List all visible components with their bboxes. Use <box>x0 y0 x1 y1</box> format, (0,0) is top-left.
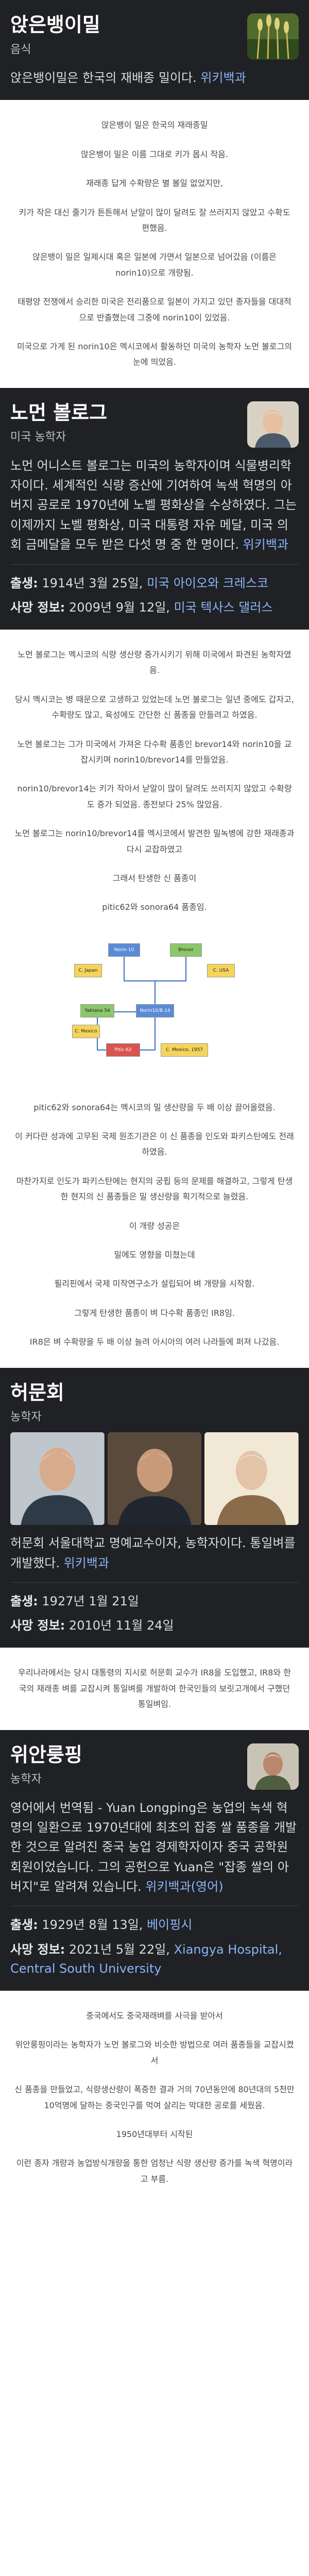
paragraph: 밀에도 영향을 미쳤는데 <box>114 1250 195 1260</box>
node-c-mexico: C. Mexico <box>72 1024 100 1038</box>
panel-subtitle: 농학자 <box>10 1411 42 1424</box>
article-text-4: 우리나라에서는 당시 대통령의 지시로 허문회 교수가 IR8을 도입했고, I… <box>0 1648 309 1730</box>
paragraph: 이 커다란 성과에 고무된 국제 원조기관은 이 신 품종을 인도와 파키스탄에… <box>15 1131 294 1157</box>
wiki-link[interactable]: 위키백과 <box>200 71 246 85</box>
photo-strip <box>10 1432 299 1526</box>
connector <box>185 950 186 981</box>
node-c-usa: C. USA <box>207 963 235 977</box>
node-norin10-b14: Norin10/B.14 <box>136 1004 174 1018</box>
connector <box>154 980 156 1011</box>
paragraph: 재래종 답게 수확량은 별 볼일 없었지만, <box>85 178 224 189</box>
panel-subtitle: 음식 <box>10 43 31 56</box>
death-fact: 사망 정보: 2009년 9월 12일, 미국 텍사스 댈러스 <box>10 600 273 615</box>
divider <box>10 1582 299 1583</box>
connector <box>154 1011 156 1050</box>
paragraph: 태평양 전쟁에서 승리한 미국은 전리품으로 일본이 가지고 있던 종자들을 대… <box>18 297 291 323</box>
node-yaktana54: Yaktana 54 <box>80 1004 114 1018</box>
heo-photo-2[interactable] <box>107 1432 202 1526</box>
wheat-thumbnail[interactable] <box>247 13 299 60</box>
paragraph: norin10/brevor14는 키가 작아서 낟알이 많이 달려도 쓰러지지… <box>17 784 292 809</box>
paragraph: 노먼 볼로그는 멕시코의 식량 생산량 증가시키기 위해 미국에서 파견된 농학… <box>18 650 291 675</box>
paragraph: 이런 종자 개량과 농업방식개량을 통한 엄청난 식량 생산량 증가를 녹색 혁… <box>16 2158 293 2184</box>
article-text-2: 노먼 볼로그는 멕시코의 식량 생산량 증가시키기 위해 미국에서 파견된 농학… <box>0 630 309 933</box>
paragraph: 그렇게 탄생한 품종이 벼 다수확 품종인 IR8임. <box>74 1308 235 1318</box>
wiki-link[interactable]: 위키백과(영어) <box>145 1879 224 1894</box>
node-brevor: Brevor <box>170 943 202 957</box>
panel-title: 앉은뱅이밀 <box>10 13 100 36</box>
paragraph: 미국으로 가게 된 norin10은 멕시코에서 활동하던 미국의 농학자 노먼… <box>16 341 293 367</box>
panel-title: 노먼 볼로그 <box>10 401 108 424</box>
panel-description: 허문회 서울대학교 명예교수이자, 농학자이다. 통일벼를 개발했다. 위키백과 <box>10 1536 296 1570</box>
wheat-pedigree-diagram: Norin 10 Brevor C. Japan C. USA Yaktana … <box>72 938 237 1067</box>
paragraph: 마찬가지로 인도가 파키스탄에는 현지의 궁핍 등의 문제를 해결하고, 그렇게… <box>16 1176 293 1202</box>
connector <box>97 1011 154 1012</box>
heo-photo-3[interactable] <box>204 1432 299 1526</box>
paragraph: pitic62와 sonora64는 멕시코의 밀 생산량을 두 배 이상 끌어… <box>33 1102 276 1112</box>
birth-fact: 출생: 1929년 8월 13일, 베이핑시 <box>10 1918 193 1933</box>
birth-fact: 출생: 1914년 3월 25일, 미국 아이오와 크레스코 <box>10 575 269 590</box>
panel-description: 노먼 어니스트 볼로그는 미국의 농학자이며 식물병리학자이다. 세계적인 식량… <box>10 458 297 552</box>
panel-title: 허문회 <box>10 1381 64 1404</box>
deathplace-link[interactable]: 미국 텍사스 댈러스 <box>174 600 273 615</box>
paragraph: 앉은뱅이 밀은 이름 그대로 키가 몹시 작음. <box>81 149 228 159</box>
birth-fact: 출생: 1927년 1월 21일 <box>10 1594 139 1608</box>
panel-anjeunbaengi-wheat: 앉은뱅이밀 음식 앉은뱅이밀은 한국의 <box>0 0 309 100</box>
paragraph: 당시 멕시코는 병 때문으로 고생하고 있었는데 노먼 볼로그는 일년 중에도 … <box>15 694 294 720</box>
node-c-mexico-1957: C. Mexico, 1957 <box>161 1043 208 1057</box>
birthplace-link[interactable]: 베이핑시 <box>147 1918 193 1933</box>
paragraph: 앉은뱅이 밀은 일제시대 혹은 일본에 가면서 일본으로 넘어갔음 (이름은 n… <box>32 252 277 278</box>
paragraph: 필리핀에서 국제 미작연구소가 설립되어 벼 개량을 시작함. <box>54 1279 255 1289</box>
deathplace-link[interactable]: Xiangya Hospital, Central South Universi… <box>10 1942 282 1976</box>
paragraph: 노먼 볼로그는 그가 미국에서 가져온 다수확 품종인 brevor14와 no… <box>17 739 292 765</box>
paragraph: 이 개량 성공은 <box>129 1221 180 1231</box>
paragraph: 노먼 볼로그는 norin10/brevor14를 멕시코에서 발견한 밀녹병에… <box>14 828 295 854</box>
paragraph: 앉은뱅이 밀은 한국의 재래종밀 <box>101 120 208 130</box>
panel-norman-borlaug: 노먼 볼로그 미국 농학자 노먼 어니스트 볼로그는 미국의 농학자이며 식물병… <box>0 387 309 630</box>
paragraph: 신 품종을 만들었고, 식량생산량이 폭증한 결과 거의 70년동안에 80년대… <box>14 2084 295 2110</box>
node-c-japan: C. Japan <box>74 963 102 977</box>
divider <box>10 564 299 565</box>
borlaug-portrait[interactable] <box>247 401 299 448</box>
article-text-3: pitic62와 sonora64는 멕시코의 밀 생산량을 두 배 이상 끌어… <box>0 1082 309 1368</box>
wiki-link[interactable]: 위키백과 <box>243 537 288 552</box>
death-fact: 사망 정보: 2021년 5월 22일, Xiangya Hospital, C… <box>10 1942 282 1976</box>
paragraph: 위안룽핑이라는 농학자가 노먼 볼로그와 비슷한 방법으로 여러 품종들을 교잡… <box>15 2040 294 2065</box>
yuan-portrait[interactable] <box>247 1743 299 1790</box>
panel-description: 앉은뱅이밀은 한국의 재배종 밀이다. 위키백과 <box>10 71 246 85</box>
paragraph: 중국에서도 중국재래벼를 사극을 받아서 <box>86 2011 223 2021</box>
node-norin10: Norin 10 <box>108 943 140 957</box>
paragraph: 우리나라에서는 당시 대통령의 지시로 허문회 교수가 IR8을 도입했고, I… <box>18 1668 291 1709</box>
paragraph: IR8은 벼 수확량을 두 배 이상 늘려 아시아의 여러 나라들에 퍼져 나갔… <box>29 1337 280 1347</box>
heo-photo-1[interactable] <box>10 1432 105 1526</box>
paragraph: pitic62와 sonora64 품종임. <box>102 902 207 912</box>
node-pitic62: Pitic-62 <box>106 1043 140 1057</box>
article-text-5: 중국에서도 중국재래벼를 사극을 받아서 위안룽핑이라는 농학자가 노먼 볼로그… <box>0 1991 309 2205</box>
panel-heo-munhoe: 허문회 농학자 <box>0 1367 309 1648</box>
connector <box>124 950 125 981</box>
birthplace-link[interactable]: 미국 아이오와 크레스코 <box>147 575 269 590</box>
wiki-link[interactable]: 위키백과 <box>63 1555 109 1570</box>
paragraph: 키가 작은 대신 줄기가 튼튼해서 낟알이 많이 달려도 잘 쓰러지지 않았고 … <box>19 207 290 233</box>
death-fact: 사망 정보: 2010년 11월 24일 <box>10 1618 174 1633</box>
panel-subtitle: 미국 농학자 <box>10 431 66 444</box>
paragraph: 그래서 탄생한 신 품종이 <box>112 873 197 883</box>
paragraph: 1950년대부터 시작된 <box>116 2129 193 2139</box>
panel-description: 영어에서 번역됨 - Yuan Longping은 농업의 녹색 혁명의 일환으… <box>10 1800 297 1894</box>
article-text-1: 앉은뱅이 밀은 한국의 재래종밀 앉은뱅이 밀은 이름 그대로 키가 몹시 작음… <box>0 100 309 387</box>
panel-subtitle: 농학자 <box>10 1773 42 1786</box>
panel-yuan-longping: 위안룽핑 농학자 영어에서 번역됨 - Yuan Longping은 농업의 녹… <box>0 1730 309 1991</box>
panel-title: 위안룽핑 <box>10 1743 82 1766</box>
